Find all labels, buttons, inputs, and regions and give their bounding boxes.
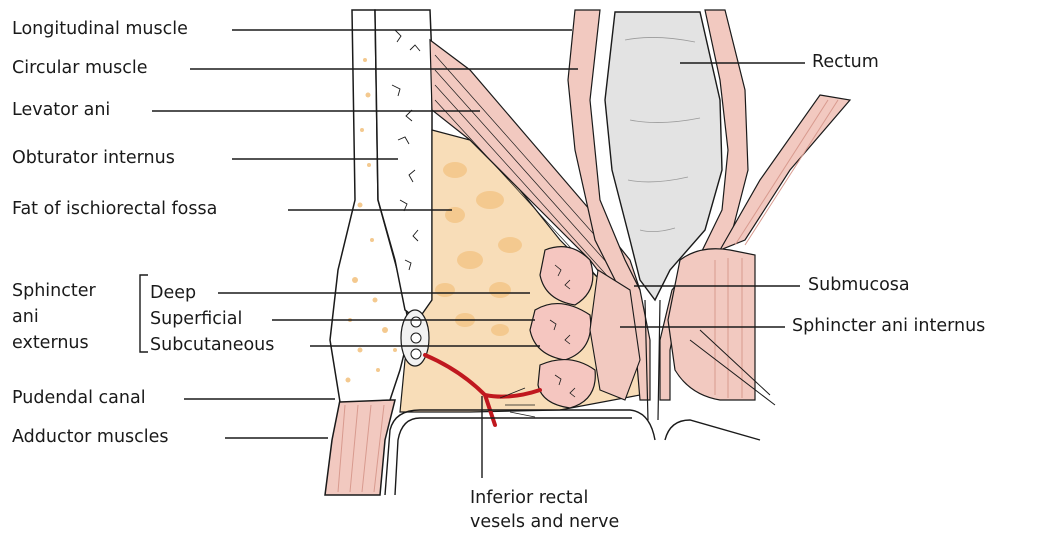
label-longitudinal-muscle: Longitudinal muscle [12, 19, 188, 39]
label-adductor-muscles: Adductor muscles [12, 427, 169, 447]
inferior-rectal-line-2: vesels and nerve [470, 510, 619, 534]
label-sphincter-ani-externus: Sphincter ani externus [12, 278, 96, 356]
sphincter-externus-line-2: ani [12, 304, 96, 330]
label-inferior-rectal-vessels: Inferior rectal vesels and nerve [470, 486, 619, 534]
label-pudendal-canal: Pudendal canal [12, 388, 146, 408]
sphincter-externus-line-3: externus [12, 330, 96, 356]
label-fat-ischiorectal-fossa: Fat of ischiorectal fossa [12, 199, 217, 219]
label-obturator-internus: Obturator internus [12, 148, 175, 168]
label-rectum: Rectum [812, 52, 879, 72]
label-circular-muscle: Circular muscle [12, 58, 147, 78]
inferior-rectal-line-1: Inferior rectal [470, 486, 619, 510]
label-deep: Deep [150, 283, 196, 303]
label-levator-ani: Levator ani [12, 100, 110, 120]
adductor-muscles-shape [325, 400, 395, 495]
pudendal-canal-vessels [401, 310, 429, 366]
label-sphincter-ani-internus: Sphincter ani internus [792, 316, 985, 336]
sphincter-externus-line-1: Sphincter [12, 278, 96, 304]
label-submucosa: Submucosa [808, 275, 910, 295]
perineal-skin [385, 410, 760, 495]
label-superficial: Superficial [150, 309, 242, 329]
label-subcutaneous: Subcutaneous [150, 335, 274, 355]
